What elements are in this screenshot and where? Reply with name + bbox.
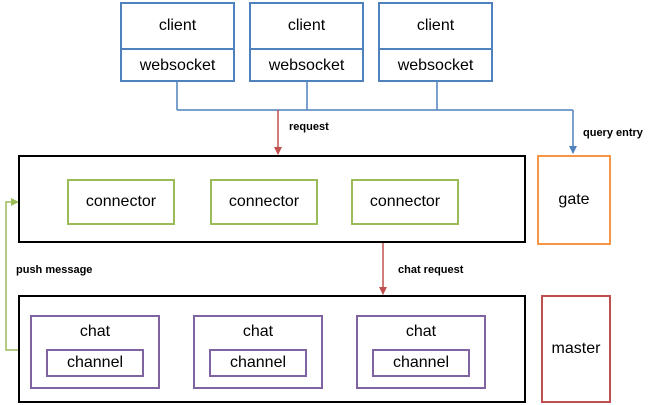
client-websocket: websocket — [122, 48, 233, 82]
client-title: client — [416, 17, 455, 34]
chat-title: chat — [242, 323, 274, 340]
client-title: client — [287, 17, 326, 34]
chat-box: chat channel — [193, 315, 323, 389]
connector-box: connector — [351, 179, 459, 225]
client-box: client websocket — [378, 2, 493, 82]
push-message-label: push message — [16, 264, 93, 276]
channel-box: channel — [46, 349, 144, 377]
request-label: request — [289, 121, 329, 133]
channel-box: channel — [209, 349, 307, 377]
client-websocket: websocket — [380, 48, 491, 82]
client-title: client — [158, 17, 197, 34]
chat-box: chat channel — [30, 315, 160, 389]
chat-server-frame: chat channel chat channel chat channel — [18, 295, 526, 403]
chat-request-label: chat request — [398, 264, 464, 276]
client-websocket: websocket — [251, 48, 362, 82]
chat-box: chat channel — [356, 315, 486, 389]
master-box: master — [541, 295, 611, 403]
query-entry-label: query entry — [583, 127, 643, 139]
channel-box: channel — [372, 349, 470, 377]
gate-box: gate — [537, 155, 611, 245]
client-box: client websocket — [120, 2, 235, 82]
connector-box: connector — [67, 179, 175, 225]
connector-server-frame: connector connector connector — [18, 155, 526, 243]
chat-title: chat — [79, 323, 111, 340]
client-box: client websocket — [249, 2, 364, 82]
connector-box: connector — [210, 179, 318, 225]
chat-title: chat — [405, 323, 437, 340]
